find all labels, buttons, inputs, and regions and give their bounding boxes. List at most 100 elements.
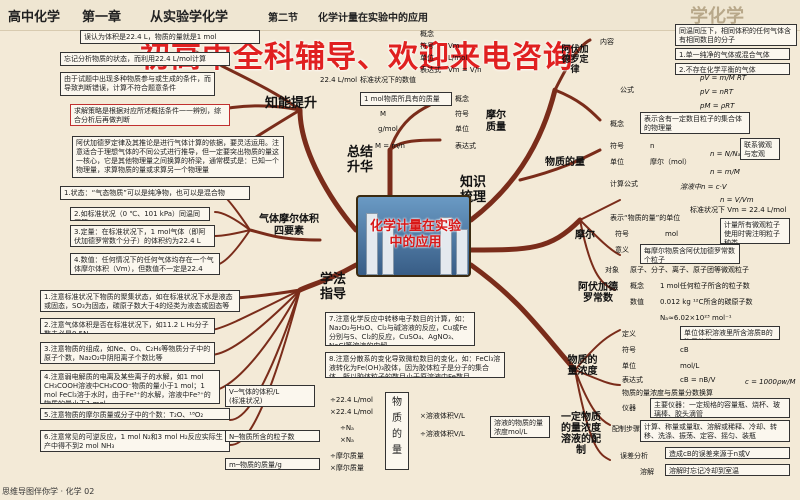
conc-row-unit: 单位 [622,362,636,370]
header-title-main: 高中化学 [8,10,61,25]
prep-dissolve-label: 溶解 [640,468,654,476]
relation-particles: N─物质所含的粒子数 [225,430,320,442]
mole-meaning-text: 每摩尔物质含阿伏加德罗常数个粒子 [640,244,740,264]
preparation-label: 一定物质的量浓度溶液的配制 [561,412,601,456]
method-note-1: 1.注意标准状况下物质的聚集状态，如在标准状况下水是液态或固态，SO₃为固态，碳… [40,290,240,312]
summary-concept: 概念 [420,30,434,38]
prep-row-error: 误差分析 [620,452,648,460]
middle-note-8: 8.注意分散系的变化导致微粒数目的变化，如：FeCl₃溶液转化为Fe(OH)₃胶… [325,352,505,378]
prep-steps-text: 计算、称量或量取、溶解或稀释、冷却、转移、洗涤、振荡、定容、摇匀、装瓶 [640,420,790,442]
gas-item-4: 4.数值：任何情况下的任何气体均存在一个气体摩尔体积（Vm），但数值不一定是22… [70,253,220,275]
formula-1: pV = m/M RT [700,74,747,82]
relation-volume: V─气体的体积/L (标准状况) [225,385,315,407]
conc-row-conversion: 物质的量浓度与质量分数换算 [622,389,713,397]
branch-method-label: 学法指导 [319,272,346,302]
avogadro-number: Nₐ≈6.02×10²³ mol⁻¹ [660,314,732,322]
mole-value-symbol: mol [665,230,679,238]
avogadro-law-text: 同温同压下，相同体积的任何气体含有相同数目的分子 [675,24,797,46]
mole-object-text: 原子、分子、离子、原子团等微观粒子 [630,266,749,274]
test-tube-2 [382,225,394,275]
branch-mole-line [468,217,583,253]
prep-row-steps: 配制步骤 [612,425,640,433]
summary-value-expr: Vm = V/n [448,66,482,74]
conc-value-unit: mol/L [680,362,700,370]
amount-link-note: 联系微观与宏观 [740,138,780,160]
summary-row-symbol: 符号 [420,42,434,50]
molar-mass-value-symbol: M [380,110,387,118]
header-section: 第二节 [268,13,298,24]
conc-value-expression: cB = nB/V [680,376,716,384]
summary-row-expr: 表达式 [420,66,441,74]
branch-ability-line [297,107,359,233]
relation-op-4: ×Nₐ [340,436,354,444]
method-note-5: 5.注意物质的摩尔质量或分子中的个数：T₂O、¹⁸O₂ [40,408,230,420]
branch-ability-label: 知能提升 [265,96,318,111]
relation-right-1: ×溶液体积V/L [420,412,465,420]
formula-2: pV = nRT [700,88,734,96]
method-note-4: 4.注意弱电解质的电离及某些离子的水解，如1 mol CH₃COOH溶液中CH₃… [40,370,220,404]
conc-value-symbol: cB [680,346,689,354]
summary-std-note: 标准状况下的数值 [360,76,416,84]
test-tube-1 [366,213,378,275]
branch-method-line [297,262,359,293]
summary-value-symbol: Vm [448,42,460,50]
footer-text: 思维导图伴你学 · 化学 02 [2,487,95,496]
avogadro-law-label: 阿伏加德罗定律 [561,45,589,75]
formulas-label: 公式 [620,86,634,94]
conc-row-definition: 定义 [622,330,636,338]
avogadro-constant-label: 阿伏加德罗常数 [578,282,618,304]
gas-item-3: 3.定量：在标准状况下，1 mol气体（即阿伏加德罗常数个分子）的体积约为22.… [70,225,215,247]
header-faint-title: 学化学 [690,6,744,27]
branch-knowledge-line [468,87,558,223]
relation-mass: m─物质的质量/g [225,458,320,470]
prep-error-text: 造成cB的误差来源于n或V [665,447,790,459]
amount-value-symbol: n [650,142,655,150]
header-chapter: 第一章 [82,10,122,25]
amount-label: 物质的量 [545,157,585,168]
summary-value-unit: L/mol [448,54,468,62]
center-node: 化学计量在实验中的应用 [356,195,471,277]
conc-row-symbol: 符号 [622,346,636,354]
amount-row-formula: 计算公式 [610,180,638,188]
relation-volume-condition: (标准状况) [229,397,263,405]
method-note-2: 2.注意气体体积是否在标准状况下，如11.2 L H₂分子数未必是0.5Nₐ [40,318,215,334]
relation-op-1: ÷22.4 L/mol [330,396,373,404]
conc-definition-text: 单位体积溶液里所含溶质B的物质的量 [680,326,780,340]
method-note-3: 3.注意物质的组成，如Ne、O₃、C₂H₆等物质分子中的原子个数，Na₂O₂中阴… [40,342,215,364]
header-section-title: 化学计量在实验中的应用 [318,13,428,24]
mole-unit-note: 表示“物质的量”的单位 [610,214,681,222]
relation-center: 物质的量 [385,392,409,470]
molar-mass-row-unit: 单位 [455,125,469,133]
avogadro-row-concept: 概念 [630,282,644,290]
gas-item-2: 2.如标准状况（0 ℃、101 kPa）同温同压等 [70,207,210,221]
gas-item-1: 1.状态：“气态物质”可以是纯净物，也可以是混合物 [60,186,250,200]
amount-row-concept: 概念 [610,120,624,128]
ability-note-2: 忘记分析物质的状态，而利用22.4 L/mol计算 [60,52,230,66]
prep-row-instruments: 仪器 [622,404,636,412]
relation-op-5: ÷摩尔质量 [330,452,364,460]
header-topic: 从实验学化学 [150,10,229,25]
test-tube-3 [440,217,452,275]
concentration-label: 物质的量浓度 [567,355,598,377]
avogadro-law-condition-1: 1.单一纯净的气体或混合气体 [675,48,790,60]
mole-usage-note: 计量所有微观粒子使用时需注明粒子种类 [720,218,790,244]
conc-row-expression: 表达式 [622,376,643,384]
molar-mass-row-expr: 表达式 [455,142,476,150]
prep-instruments-text: 主要仪器：一定规格的容量瓶、烧杯、玻璃棒、胶头滴管 [650,398,790,418]
middle-note-7: 7.注意化学反应中转移电子数目的计算，如：Na₂O₂与H₂O、Cl₂与碱溶液的反… [325,312,475,346]
relation-right-3: 溶液的物质的量浓度mol/L [490,416,550,438]
mole-object-label: 对象 [605,266,619,274]
prep-dissolve-text: 溶解时忘记冷却到室温 [665,464,790,476]
summary-molar-volume: 22.4 L/mol [320,76,358,84]
amount-top-content: 内容 [600,38,614,46]
relation-volume-label: V─气体的体积/L [229,388,280,396]
mole-row-symbol: 符号 [615,230,629,238]
mole-label: 摩尔 [575,230,595,241]
header-bar: 高中化学 第一章 从实验学化学 第二节 化学计量在实验中的应用 学化学 [0,0,800,31]
relation-op-2: ×22.4 L/mol [330,408,373,416]
method-note-6: 6.注意常见的可逆反应，1 mol N₂和3 mol H₂反应实际生产中得不到2… [40,430,230,452]
avogadro-concept-text: 1 mol任何粒子所含的粒子数 [660,282,750,290]
amount-calc-1: n = N/Nₐ [710,150,741,158]
molar-mass-value-expr: M = m/n [375,142,405,150]
